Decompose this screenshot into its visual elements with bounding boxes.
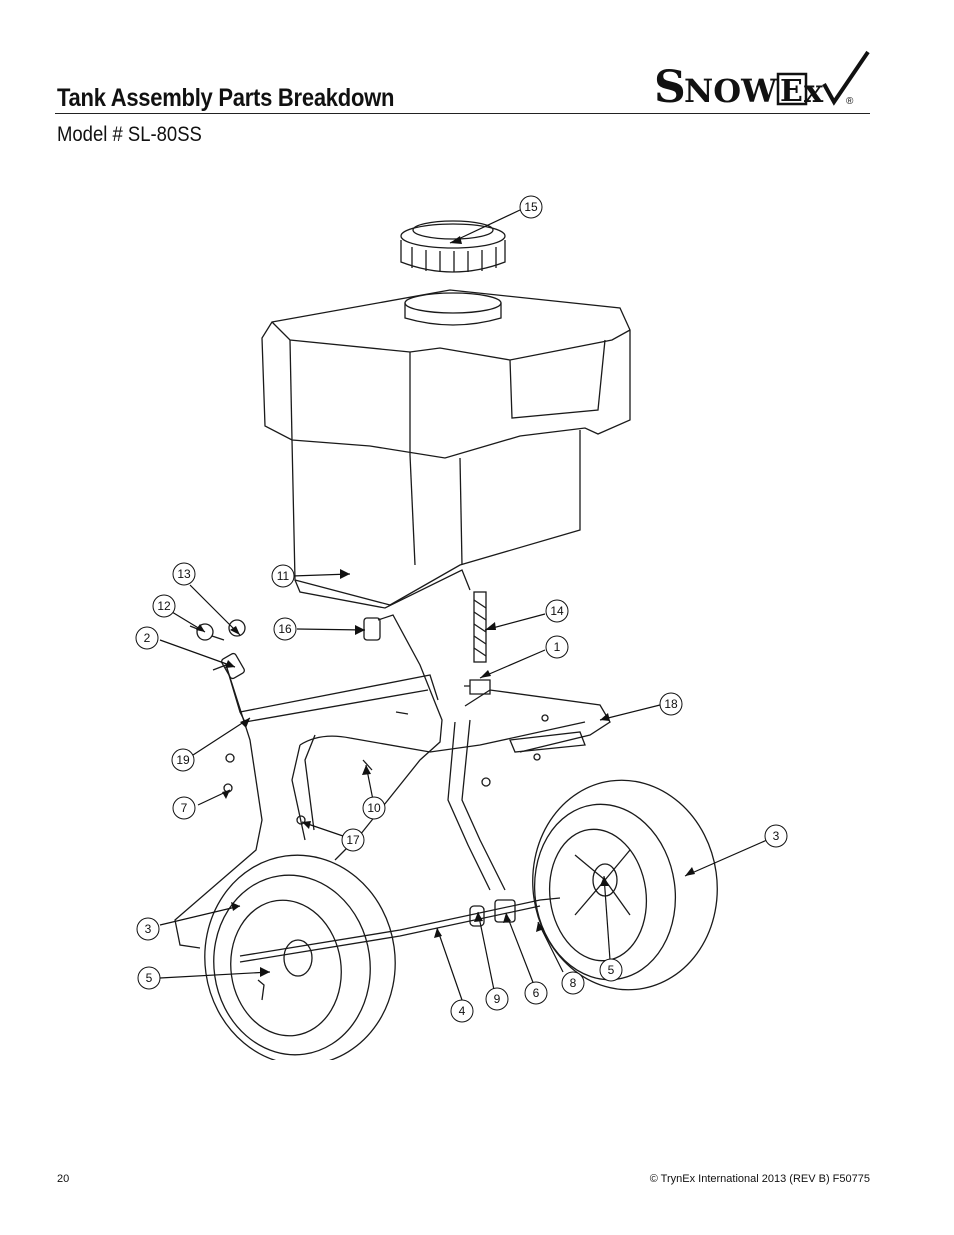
- callout-7: 7: [181, 801, 188, 815]
- callout-5-left: 5: [146, 971, 153, 985]
- snowex-logo-icon: S NOW E x ®: [654, 50, 872, 113]
- callout-10: 10: [367, 801, 381, 815]
- callout-6: 6: [533, 986, 540, 1000]
- callout-13: 13: [177, 567, 191, 581]
- callout-1: 1: [554, 640, 561, 654]
- callout-4: 4: [459, 1004, 466, 1018]
- copyright: © TrynEx International 2013 (REV B) F507…: [649, 1173, 870, 1185]
- callout-3-right: 3: [773, 829, 780, 843]
- callout-8: 8: [570, 976, 577, 990]
- callout-3-left: 3: [145, 922, 152, 936]
- svg-text:NOW: NOW: [684, 72, 778, 110]
- page-title: Tank Assembly Parts Breakdown: [57, 84, 395, 112]
- svg-text:x: x: [804, 72, 824, 110]
- callout-14: 14: [550, 604, 564, 618]
- svg-text:S: S: [654, 62, 686, 110]
- callout-12: 12: [157, 599, 171, 613]
- left-wheel: [204, 854, 396, 1060]
- right-wheel: [532, 779, 718, 991]
- callout-15: 15: [524, 200, 538, 214]
- callout-5-right: 5: [608, 963, 615, 977]
- page-number: 20: [57, 1173, 70, 1185]
- callout-19: 19: [176, 753, 190, 767]
- callout-2: 2: [144, 631, 151, 645]
- parts-diagram: 15 11 13 12 2 16 14 1 18 19 7 10 17 3 3 …: [135, 195, 788, 1060]
- callout-16: 16: [278, 622, 292, 636]
- frame: [174, 614, 611, 949]
- svg-text:®: ®: [846, 96, 854, 107]
- model-number: Model # SL-80SS: [57, 123, 202, 146]
- tank: [261, 289, 631, 609]
- title-rule: [55, 113, 870, 114]
- svg-text:E: E: [780, 74, 803, 109]
- callout-11: 11: [277, 569, 290, 583]
- callout-17: 17: [346, 833, 360, 847]
- tank-cap: [400, 220, 506, 273]
- callout-9: 9: [494, 992, 501, 1006]
- callout-18: 18: [664, 697, 678, 711]
